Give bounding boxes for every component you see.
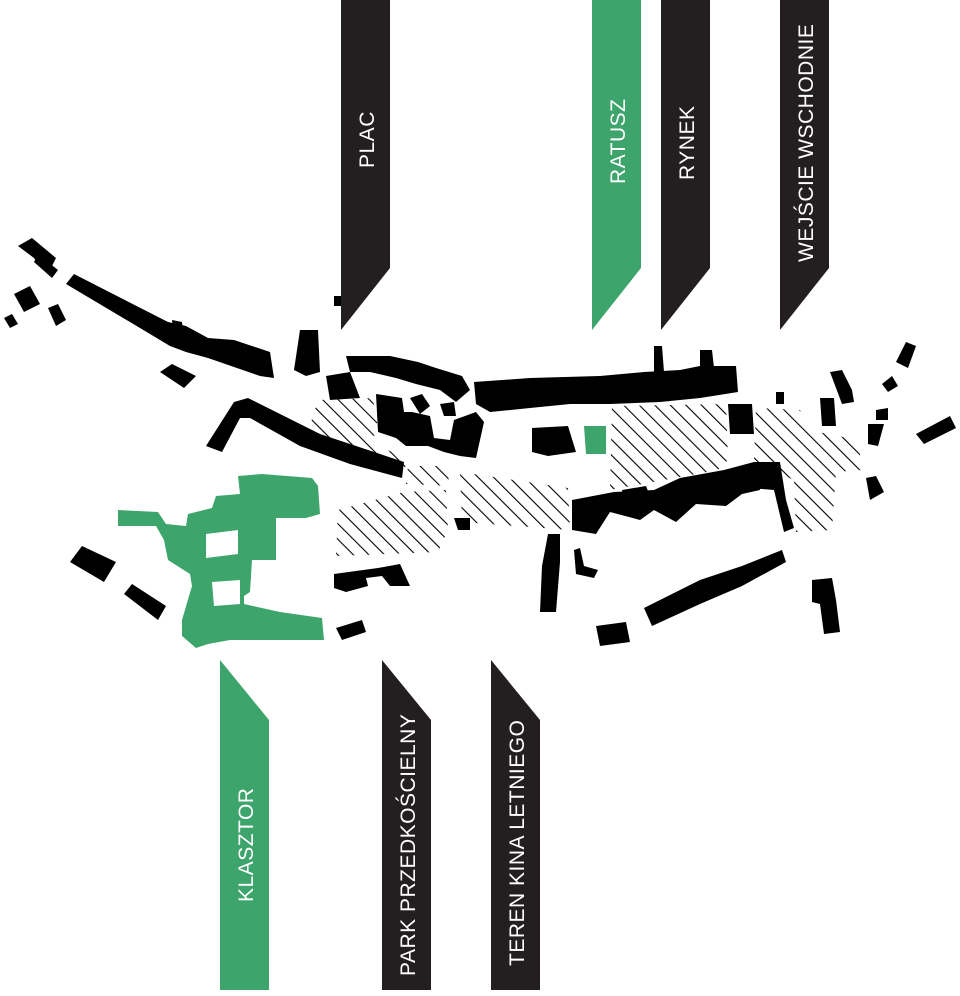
label-ribbon	[491, 660, 540, 990]
building	[700, 350, 714, 368]
building	[644, 550, 786, 626]
label-ribbon	[780, 0, 829, 330]
building	[830, 370, 854, 404]
buildings	[4, 238, 956, 646]
label-ribbon	[341, 0, 390, 330]
building	[728, 404, 754, 434]
building	[532, 426, 576, 456]
building	[48, 304, 66, 326]
building	[4, 314, 18, 328]
building	[776, 392, 784, 404]
label-ribbon	[661, 0, 710, 330]
label-teren-kina-letniego[interactable]: TEREN KINA LETNIEGO	[491, 660, 540, 990]
building	[866, 476, 884, 500]
building	[326, 372, 360, 400]
label-text: WEJŚCIE WSCHODNIE	[794, 24, 818, 262]
building	[896, 342, 916, 368]
building	[346, 356, 470, 402]
building	[336, 620, 366, 640]
hatched-area-east	[754, 408, 862, 532]
label-text: PARK PRZEDKOŚCIELNY	[396, 714, 420, 976]
highlighted-buildings	[118, 426, 606, 648]
public-spaces	[308, 398, 862, 556]
building	[868, 424, 884, 446]
building	[160, 364, 196, 388]
klasztor-building	[118, 474, 324, 648]
label-rynek[interactable]: RYNEK	[661, 0, 710, 330]
building	[812, 578, 840, 634]
building	[124, 584, 166, 620]
building	[172, 320, 184, 336]
building	[916, 416, 956, 444]
hatched-area-plac	[308, 398, 408, 472]
label-wejscie-wschodnie[interactable]: WEJŚCIE WSCHODNIE	[780, 0, 829, 330]
building	[574, 548, 598, 578]
label-text: RYNEK	[676, 106, 699, 180]
label-park-przedkoscielny[interactable]: PARK PRZEDKOŚCIELNY	[382, 660, 431, 990]
label-ratusz[interactable]: RATUSZ	[592, 0, 641, 330]
building	[540, 534, 560, 612]
hatched-area-park	[336, 490, 448, 556]
hatched-area-kino	[460, 472, 570, 530]
building	[410, 394, 430, 414]
building	[572, 462, 794, 534]
building	[820, 398, 836, 426]
building	[34, 254, 58, 278]
label-text: TEREN KINA LETNIEGO	[506, 720, 529, 966]
building	[454, 518, 470, 530]
label-plac[interactable]: PLAC	[341, 0, 390, 330]
building	[440, 402, 456, 416]
building	[738, 466, 760, 494]
hatched-area-rynek	[610, 404, 728, 490]
building	[206, 398, 404, 478]
label-klasztor[interactable]: KLASZTOR	[220, 660, 269, 990]
label-ribbon	[382, 660, 431, 990]
building	[14, 286, 40, 312]
building	[882, 376, 898, 392]
building	[572, 380, 602, 404]
building	[654, 346, 664, 372]
building	[334, 564, 410, 592]
building	[474, 366, 738, 412]
building	[294, 330, 320, 376]
label-text: RATUSZ	[607, 99, 630, 184]
hatched-area-strip-a	[406, 466, 450, 486]
label-text: KLASZTOR	[235, 788, 258, 902]
label-ribbon	[592, 0, 641, 330]
building	[596, 622, 630, 646]
label-text: PLAC	[356, 111, 379, 168]
klasztor-courtyards	[206, 530, 280, 606]
building	[622, 486, 650, 500]
ratusz-building	[584, 426, 606, 454]
building	[376, 394, 484, 458]
building	[66, 274, 274, 378]
building	[70, 546, 116, 582]
building	[682, 480, 704, 496]
building	[876, 408, 888, 420]
label-ribbon	[220, 660, 269, 990]
